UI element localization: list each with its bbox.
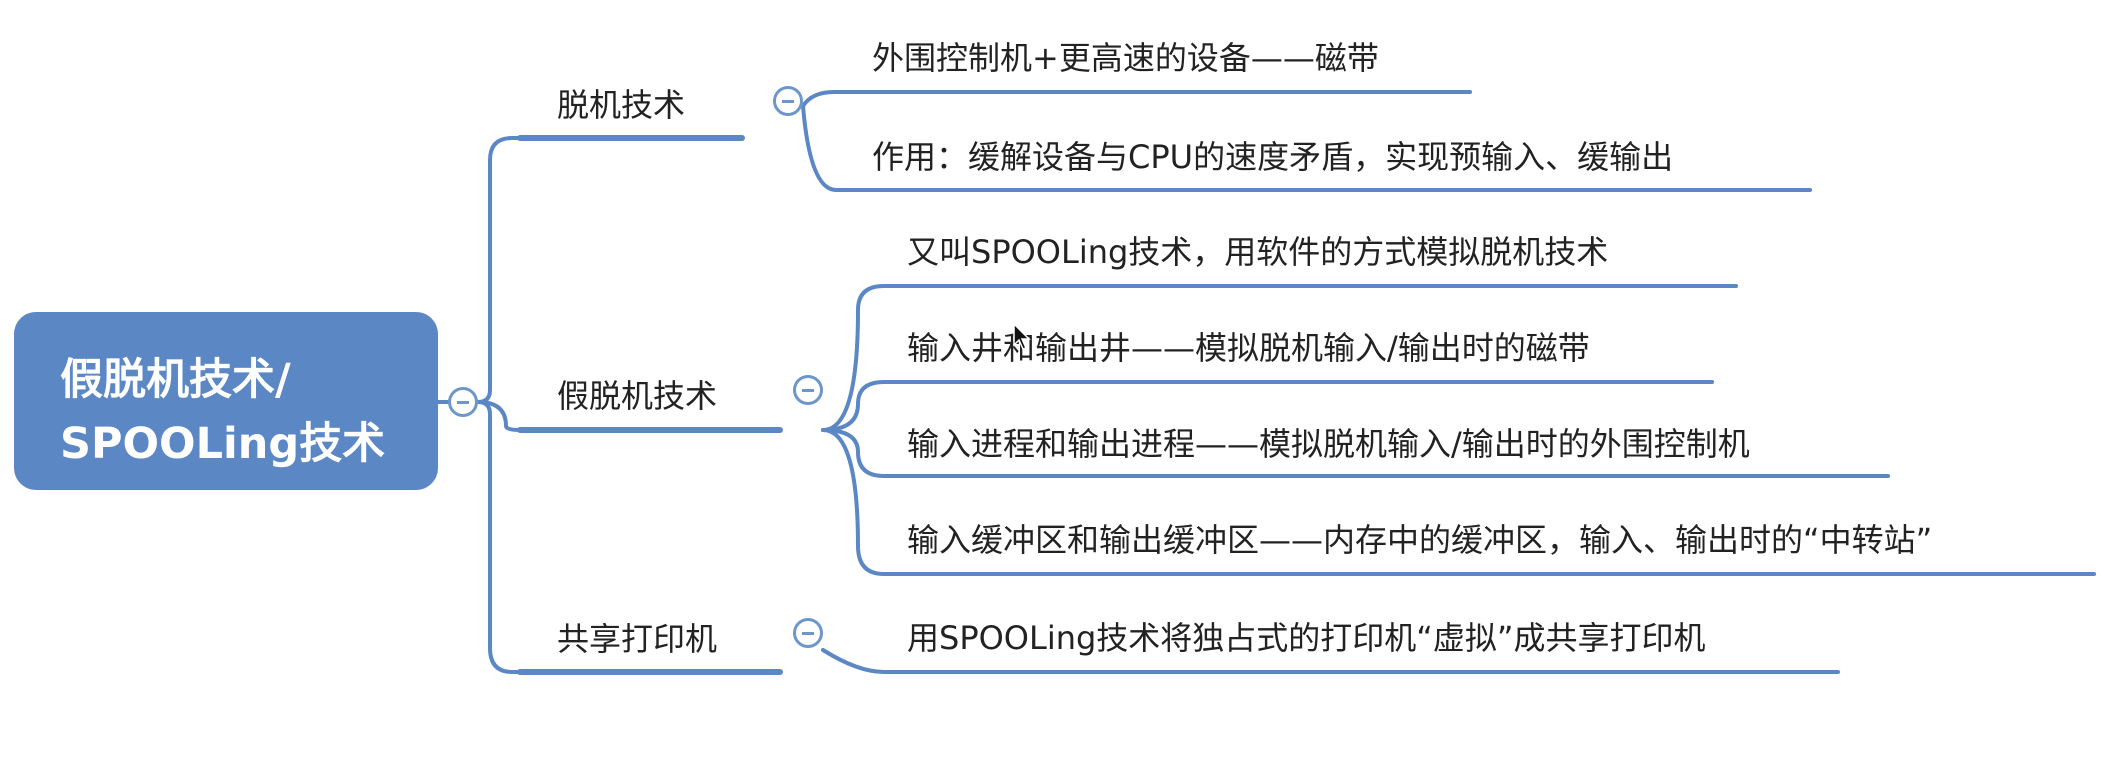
branch3-collapse-icon[interactable] (793, 618, 823, 648)
root-node[interactable]: 假脱机技术/ SPOOLing技术 (14, 312, 438, 490)
root-title-line2: SPOOLing技术 (60, 419, 386, 469)
trunk-connector-3 (476, 400, 522, 674)
branch-label-spooling[interactable]: 假脱机技术 (557, 377, 718, 415)
branch2-to-child2 (821, 380, 1714, 432)
branch-label-shared-printer[interactable]: 共享打印机 (557, 620, 718, 658)
branch2-collapse-icon[interactable] (793, 375, 823, 405)
branch2-child2[interactable]: 输入井和输出井——模拟脱机输入/输出时的磁带 (907, 329, 1590, 367)
branch1-child2[interactable]: 作用：缓解设备与CPU的速度矛盾，实现预输入、缓输出 (872, 138, 1674, 176)
trunk-connector-2 (476, 400, 522, 432)
branch3-child1[interactable]: 用SPOOLing技术将独占式的打印机“虚拟”成共享打印机 (907, 619, 1706, 657)
branch2-to-child3 (821, 428, 1890, 478)
branch3-to-child1 (821, 648, 1840, 674)
branch2-to-child4 (821, 428, 2096, 576)
root-collapse-icon[interactable] (448, 387, 478, 417)
mouse-cursor-icon (1013, 323, 1031, 350)
branch1-collapse-icon[interactable] (773, 86, 803, 116)
root-title-line1: 假脱机技术/ (60, 355, 291, 405)
branch2-child4[interactable]: 输入缓冲区和输出缓冲区——内存中的缓冲区，输入、输出时的“中转站” (907, 521, 1933, 559)
branch2-child3[interactable]: 输入进程和输出进程——模拟脱机输入/输出时的外围控制机 (907, 425, 1750, 463)
branch2-child1[interactable]: 又叫SPOOLing技术，用软件的方式模拟脱机技术 (907, 233, 1609, 271)
branch-label-offline[interactable]: 脱机技术 (557, 86, 686, 124)
branch1-to-child2 (801, 104, 1812, 192)
branch1-to-child1 (801, 90, 1472, 108)
trunk-connector-1 (476, 136, 522, 404)
branch2-to-child1 (821, 284, 1738, 432)
branch1-child1[interactable]: 外围控制机+更高速的设备——磁带 (872, 39, 1379, 77)
